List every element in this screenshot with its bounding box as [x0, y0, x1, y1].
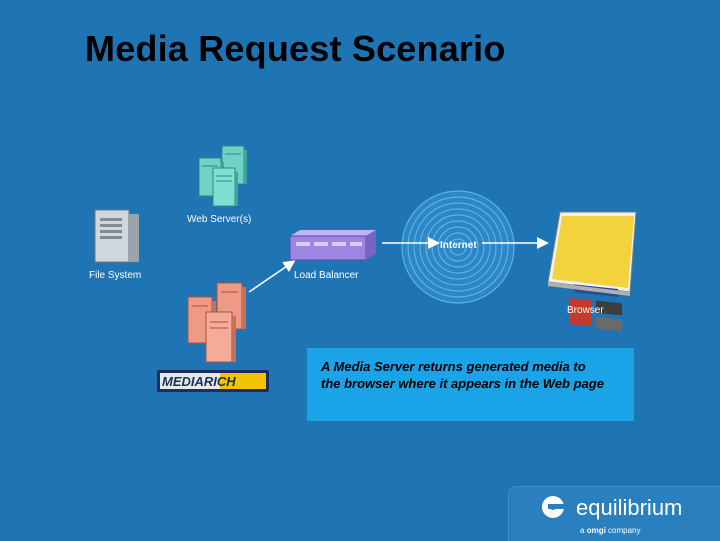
load-balancer-icon — [289, 230, 376, 261]
callout-line-1: A Media Server returns generated media t… — [321, 359, 586, 374]
internet-rings-icon — [401, 190, 515, 304]
file-system-label: File System — [89, 270, 142, 281]
web-servers-label: Web Server(s) — [187, 214, 252, 225]
browser-icon — [547, 211, 637, 332]
slide-title: Media Request Scenario — [85, 28, 506, 69]
callout-box: A Media Server returns generated media t… — [307, 348, 634, 421]
internet-label: Internet — [440, 240, 477, 251]
mediarich-logo-text: MEDIARICH — [162, 374, 236, 389]
footer-company-name: equilibrium — [576, 495, 683, 520]
file-system-icon — [94, 209, 139, 263]
footer-tag-brand: omgi — [586, 526, 606, 535]
media-servers-icon — [187, 282, 246, 363]
footer-tagline: a omgi company — [580, 526, 641, 535]
footer-logo-panel — [508, 486, 720, 541]
mediarich-logo: MEDIARICH — [157, 370, 269, 392]
web-servers-icon — [198, 145, 247, 207]
footer-tag-suffix: company — [608, 526, 641, 535]
browser-label: Browser — [567, 305, 604, 316]
load-balancer-label: Load Balancer — [294, 270, 359, 281]
footer-tag-prefix: a — [580, 526, 585, 535]
callout-line-2: the browser where it appears in the Web … — [321, 376, 604, 391]
arrow-media-to-lb — [248, 260, 296, 293]
